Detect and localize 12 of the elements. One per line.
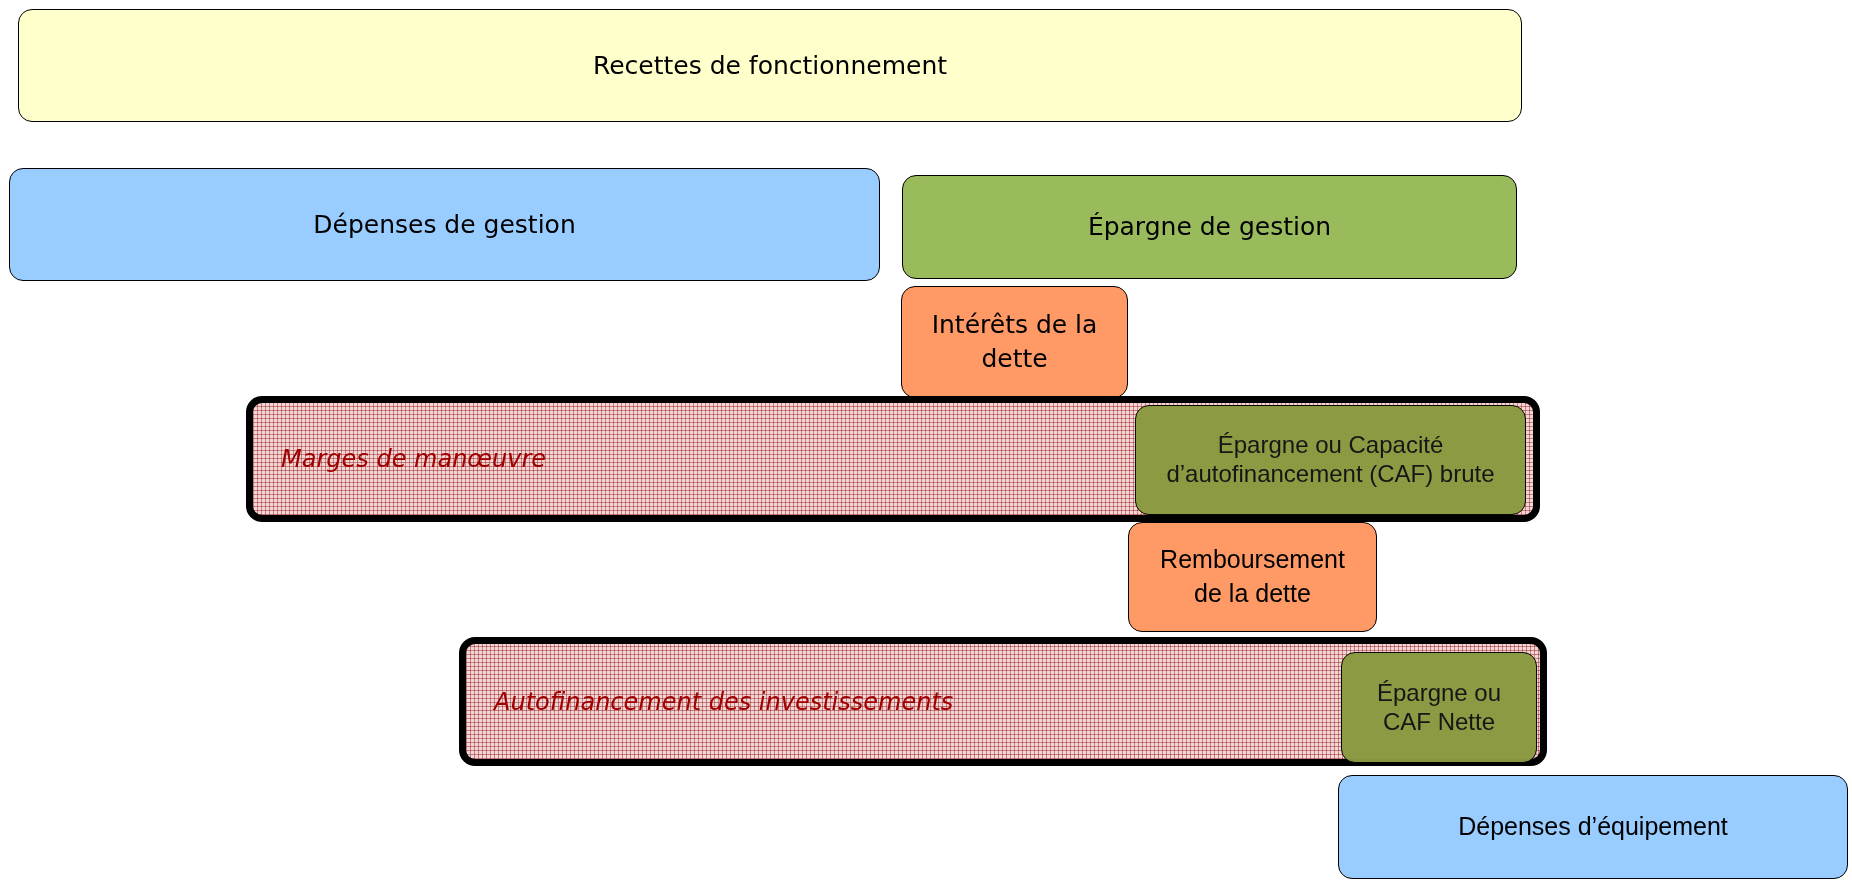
rounded-box: Épargne ou Capacité d’autofinancement (CAF) brute [1135, 405, 1526, 515]
rounded-box: Remboursement de la dette [1128, 522, 1377, 632]
rounded-box: Intérêts de la dette [901, 286, 1128, 398]
hatched-band [246, 396, 1540, 522]
hatched-band [459, 637, 1547, 766]
rounded-box: Épargne ou CAF Nette [1341, 652, 1537, 763]
band-label: Marges de manœuvre [281, 445, 547, 473]
rounded-box: Recettes de fonctionnement [18, 9, 1522, 122]
rounded-box: Dépenses de gestion [9, 168, 880, 281]
band-label: Autofinancement des investissements [494, 687, 954, 716]
rounded-box: Dépenses d’équipement [1338, 775, 1848, 879]
rounded-box: Épargne de gestion [902, 175, 1517, 279]
